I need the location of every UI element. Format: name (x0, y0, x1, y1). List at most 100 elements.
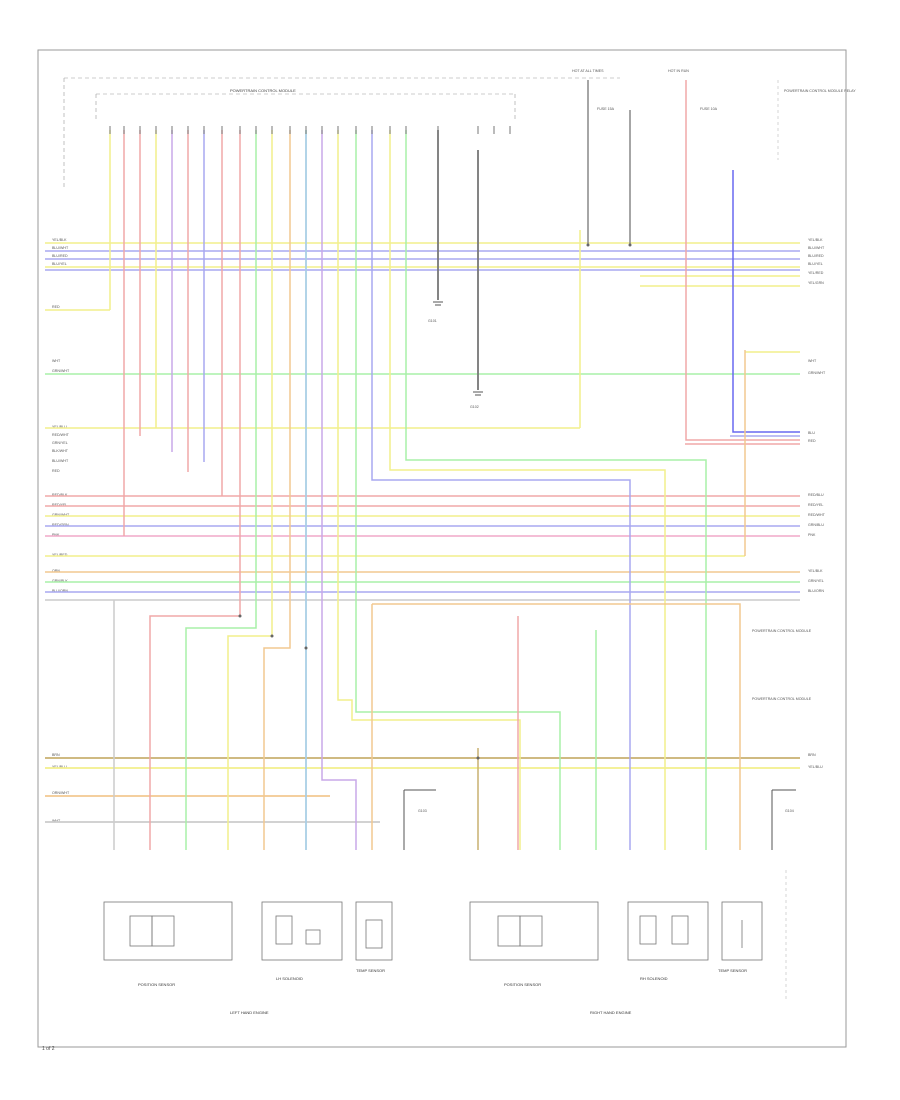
right-row-label: GRN/WHT (808, 371, 826, 375)
wire (149, 130, 241, 850)
right-row-label: RED/BLU (808, 493, 824, 497)
left-row-label: YEL/RED (52, 553, 68, 557)
left-row-label: GRN/WHT (52, 369, 70, 373)
right-row-label: RED/YEL (808, 503, 823, 507)
wire (405, 130, 707, 850)
left-row-label: RED/GRN (52, 523, 69, 527)
right-row-label: YEL/BLK (808, 569, 823, 573)
right-row-label: YEL/BLU (808, 765, 823, 769)
wire (732, 170, 800, 433)
right-position-sensor-box (469, 901, 599, 961)
right-row-label: GRN/YEL (808, 579, 824, 583)
right-row-label: BLU (808, 431, 815, 435)
left-row-label: BLU/ORN (52, 589, 68, 593)
wire (389, 130, 666, 850)
left-row-label: GRN/WHT (52, 513, 70, 517)
left-temp-sensor-box (355, 901, 393, 961)
ground-a-label: G101 (428, 319, 437, 323)
left-row-label: BLU/YEL (52, 262, 67, 266)
left-row-label: YEL/BLU (52, 765, 67, 769)
right-row-label: YEL/RED (808, 271, 824, 275)
right-group-label: RIGHT HAND ENGINE (590, 1010, 632, 1015)
left-row-label: RED/YEL (52, 503, 67, 507)
left-row-label: BLU/WHT (52, 246, 69, 250)
right-row-label: BLU/RED (808, 254, 824, 258)
left-row-label: BLK/WHT (52, 449, 69, 453)
right-temp-sensor-box (721, 901, 763, 961)
left-group-label: LEFT HAND ENGINE (230, 1010, 269, 1015)
wire (185, 130, 257, 850)
wire (371, 130, 631, 850)
left-row-label: RED/BLK (52, 493, 68, 497)
left-row-label: GRN/BLK (52, 579, 68, 583)
right-row-label: GRN/BLU (808, 523, 824, 527)
left-row-label: BLU/RED (52, 254, 68, 258)
ground-symbols (403, 301, 796, 850)
fuse-a-label: FUSE 15A (597, 107, 615, 111)
junction-left-label: HOT AT ALL TIMES (572, 69, 604, 73)
wire (337, 130, 521, 850)
right-row-label: RED/WHT (808, 513, 826, 517)
left-row-label: YEL/BLU (52, 425, 67, 429)
left-solenoid-box (261, 901, 343, 961)
right-row-label: YEL/GRN (808, 281, 824, 285)
junction-right-label: HOT IN RUN (668, 69, 689, 73)
left-row-label: BRN (52, 753, 60, 757)
diagram-border (37, 49, 847, 1048)
left-position-sensor-label: POSITION SENSOR (138, 982, 175, 987)
relay-note: POWERTRAIN CONTROL MODULE RELAY (784, 89, 856, 93)
wire (355, 130, 561, 850)
ground-c-label: G103 (418, 809, 427, 813)
module-box: POWERTRAIN CONTROL MODULE (63, 77, 620, 190)
left-row-labels: YEL/BLK BLU/WHT BLU/RED BLU/YEL RED WHT … (52, 238, 70, 823)
left-row-label: YEL/BLK (52, 238, 67, 242)
left-row-label: BLU/WHT (52, 459, 69, 463)
module-title: POWERTRAIN CONTROL MODULE (230, 88, 296, 93)
left-row-label: RED (52, 305, 60, 309)
right-row-label: PNK (808, 533, 816, 537)
left-solenoid-label: LH SOLENOID (276, 976, 303, 981)
right-row-label: BLU/YEL (808, 262, 823, 266)
wire (227, 130, 273, 850)
right-temp-sensor-label: TEMP SENSOR (718, 968, 747, 973)
right-position-sensor-label: POSITION SENSOR (504, 982, 541, 987)
right-solenoid-label: RH SOLENOID (640, 976, 668, 981)
page-footer-code: 1 of 2 (42, 1046, 55, 1052)
left-row-label: WHT (52, 819, 61, 823)
left-row-label: PNK (52, 533, 60, 537)
splice-dots (238, 243, 632, 760)
left-row-label: RED (52, 469, 60, 473)
right-row-label: BRN (808, 753, 816, 757)
right-row-label: BLU/ORN (808, 589, 824, 593)
module-vertical-wires (109, 130, 741, 850)
left-position-sensor-box (103, 901, 233, 961)
right-solenoid-box (627, 901, 709, 961)
top-horizontal-buses (45, 242, 800, 375)
right-row-labels: YEL/BLK BLU/WHT BLU/RED BLU/YEL YEL/RED … (808, 238, 826, 769)
left-row-label: GRN/YEL (52, 441, 68, 445)
left-row-label: RED/WHT (52, 433, 70, 437)
module-pin-ticks (109, 126, 511, 134)
ground-b-label: G102 (470, 405, 479, 409)
feed-wires (579, 80, 800, 556)
wire (263, 130, 291, 850)
left-row-label: WHT (52, 359, 61, 363)
left-engine-components (103, 901, 393, 961)
right-row-label: YEL/BLK (808, 238, 823, 242)
wire (321, 130, 357, 850)
side-note-2: POWERTRAIN CONTROL MODULE (752, 697, 812, 701)
left-row-label: ORN (52, 569, 60, 573)
right-engine-components (469, 901, 763, 961)
right-row-label: RED (808, 439, 816, 443)
left-temp-sensor-label: TEMP SENSOR (356, 968, 385, 973)
fuse-b-label: FUSE 10A (700, 107, 718, 111)
wire (685, 80, 800, 441)
middle-horizontal-buses (45, 427, 800, 601)
right-row-label: WHT (808, 359, 817, 363)
right-row-label: BLU/WHT (808, 246, 825, 250)
lower-horizontal-buses (45, 757, 800, 823)
side-note-1: POWERTRAIN CONTROL MODULE (752, 629, 812, 633)
ground-d-label: G104 (785, 809, 794, 813)
left-row-label: ORN/WHT (52, 791, 70, 795)
